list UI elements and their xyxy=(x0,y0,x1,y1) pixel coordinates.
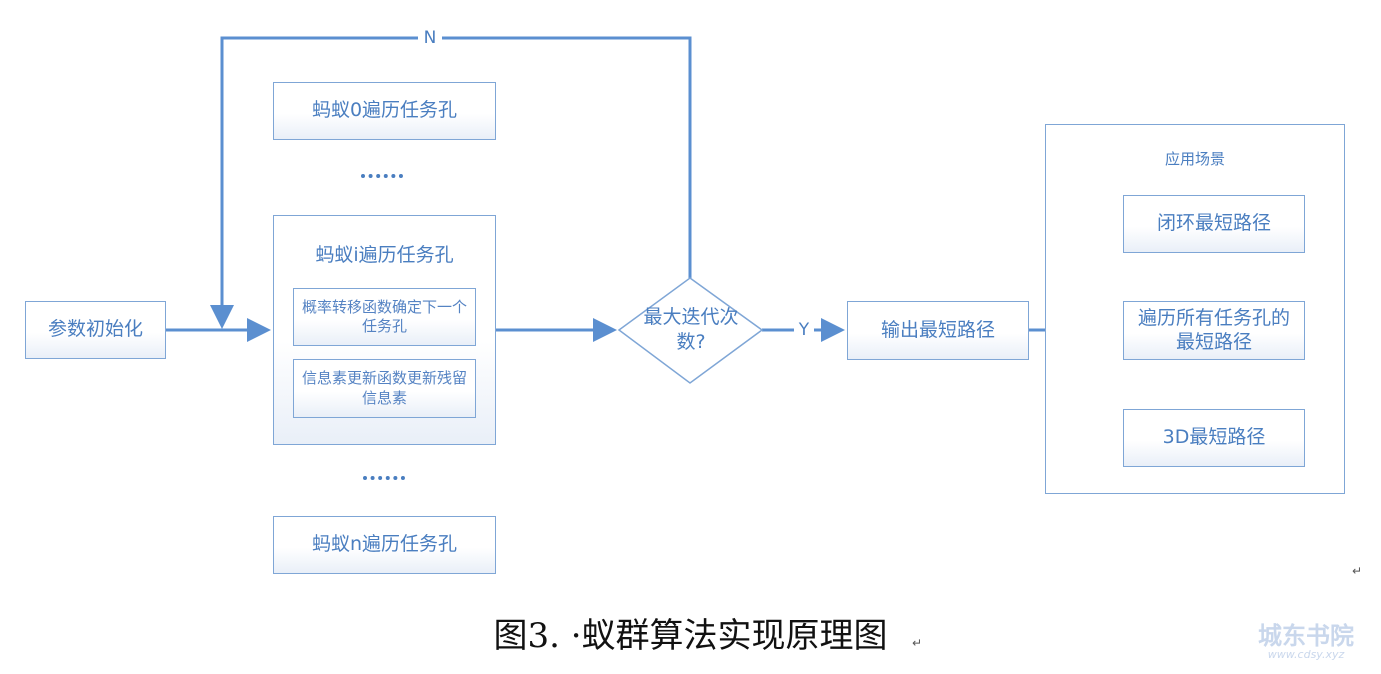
antn-node: 蚂蚁n遍历任务孔 xyxy=(273,516,496,574)
decision-label: 最大迭代次数? xyxy=(643,306,739,353)
threed-node: 3D最短路径 xyxy=(1123,409,1305,467)
label-n: N xyxy=(418,28,442,48)
ellipsis-top xyxy=(361,174,403,178)
closed-loop-node: 闭环最短路径 xyxy=(1123,195,1305,253)
watermark: 城东书院 www.cdsy.xyz xyxy=(1258,624,1354,661)
return-mark-caption: ↵ xyxy=(912,636,923,650)
anti-label: 蚂蚁i遍历任务孔 xyxy=(315,244,454,266)
watermark-url: www.cdsy.xyz xyxy=(1267,648,1345,661)
prob-transfer-node: 概率转移函数确定下一个任务孔 xyxy=(293,288,476,346)
edge-loop-back-n xyxy=(210,36,692,329)
figure-caption: 图3. ·蚁群算法实现原理图 xyxy=(493,616,888,656)
watermark-title: 城东书院 xyxy=(1258,622,1354,650)
label-y: Y xyxy=(794,320,814,340)
all-holes-node: 遍历所有任务孔的最短路径 xyxy=(1123,301,1305,360)
pheromone-update-node: 信息素更新函数更新残留信息素 xyxy=(293,359,476,418)
ant0-node: 蚂蚁0遍历任务孔 xyxy=(273,82,496,140)
decision-diamond xyxy=(617,277,764,384)
return-mark-right: ↵ xyxy=(1352,564,1363,578)
ellipsis-bottom xyxy=(363,476,405,480)
output-node: 输出最短路径 xyxy=(847,301,1029,360)
init-node: 参数初始化 xyxy=(25,301,166,359)
scenario-title: 应用场景 xyxy=(1164,150,1225,168)
